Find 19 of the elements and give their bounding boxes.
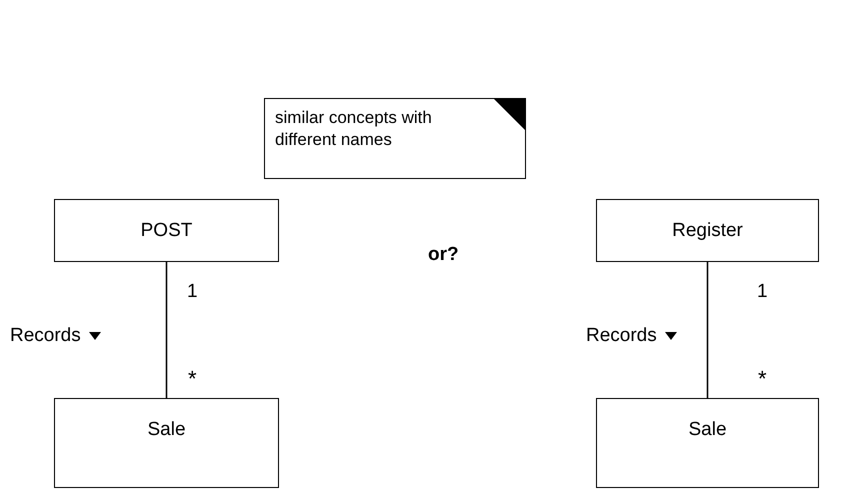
note-text: similar concepts with different names: [275, 108, 432, 149]
class-box: [596, 398, 819, 488]
association-line: [706, 262, 708, 398]
multiplicity-label: 1: [757, 281, 768, 303]
association-line: [166, 262, 168, 398]
multiplicity-label: *: [758, 366, 767, 392]
edge-label: Records: [586, 325, 657, 347]
class-box: [596, 199, 819, 262]
class-name: Sale: [688, 419, 727, 441]
multiplicity-label: 1: [187, 281, 198, 303]
class-name: Sale: [147, 419, 186, 441]
edge-label: Records: [10, 325, 81, 347]
class-name: Register: [672, 220, 743, 242]
question-label: or?: [428, 244, 459, 266]
multiplicity-label: *: [188, 366, 197, 392]
class-box: [54, 199, 279, 262]
class-name: POST: [140, 220, 192, 242]
note-box: [264, 98, 526, 179]
class-box: [54, 398, 279, 488]
